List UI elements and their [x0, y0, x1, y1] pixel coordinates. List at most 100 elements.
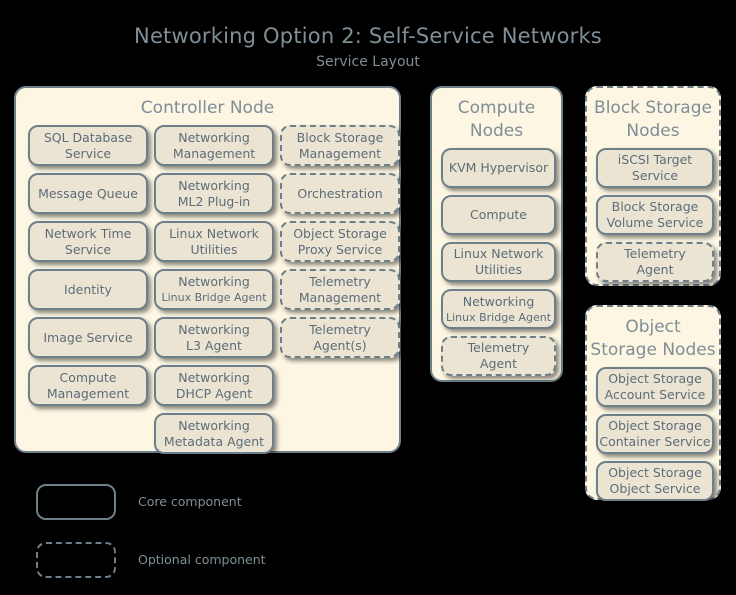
legend-label-core: Core component [138, 494, 242, 509]
service-label-line1: Networking [462, 293, 535, 309]
service-label-line2: Service [64, 145, 112, 161]
service-label-line2: Management [46, 385, 130, 401]
service-label-line1: Block Storage [296, 129, 384, 145]
service-label-line2: Agent [480, 356, 517, 371]
service-label-line1: Networking [178, 274, 250, 289]
service-label-line1: Telemetry [624, 246, 686, 261]
legend-row-core: Core component [36, 479, 336, 524]
service-label-line1: Compute [59, 369, 117, 385]
service-label-line1: Linux Network [453, 246, 544, 261]
service-label-line2: Linux Bridge Agent [445, 310, 552, 324]
service-label-line2: Utilities [190, 241, 238, 257]
service-label-line2: Management [298, 289, 382, 305]
service-label-line1: Networking [178, 321, 250, 337]
block-storage-title-line2: Nodes [626, 121, 680, 141]
service-label-line1: Telemetry [309, 321, 371, 337]
service-box-message-queue[interactable]: Message Queue [28, 173, 148, 214]
service-label-line1: Message Queue [38, 185, 138, 201]
service-box-compute[interactable]: Compute [441, 195, 556, 235]
service-label-line2: Linux Bridge Agent [161, 291, 267, 304]
object-storage-title-line2: Storage Nodes [590, 340, 716, 360]
service-label-line2: Utilities [474, 262, 523, 277]
service-label-line1: Networking [178, 417, 250, 433]
service-label-line1: Block Storage [611, 199, 699, 214]
service-box-orchestration[interactable]: Orchestration [280, 173, 400, 214]
service-label-line1: Networking [178, 177, 250, 193]
object-storage-nodes-title: Object Storage Nodes [587, 307, 719, 367]
service-label-line1: Object Storage [608, 465, 702, 480]
block-storage-title-line1: Block Storage [594, 98, 712, 118]
page-subtitle: Service Layout [316, 54, 420, 70]
service-box-image-service[interactable]: Image Service [28, 317, 148, 358]
service-label-line2: Object Service [609, 481, 701, 496]
service-label-line1: Linux Network [169, 225, 259, 241]
service-label-line2: Container Service [599, 434, 711, 449]
service-label-line1: Object Storage [608, 371, 702, 386]
service-label-line1: Networking [178, 369, 250, 385]
legend-swatch-optional [36, 541, 116, 578]
service-label-line2: Account Service [604, 387, 706, 402]
legend-label-optional: Optional component [138, 552, 266, 567]
service-label-line2: Proxy Service [297, 241, 383, 257]
service-label-line1: SQL Database [43, 129, 133, 145]
service-label-line2: DHCP Agent [175, 385, 253, 401]
service-label-line1: Orchestration [297, 185, 383, 201]
service-label-line2: Agent [636, 262, 674, 277]
service-label-line2: Metadata Agent [163, 433, 265, 449]
controller-node-title: Controller Node [140, 98, 275, 118]
service-box-kvm-hypervisor[interactable]: KVM Hypervisor [441, 148, 556, 188]
service-label-line1: Telemetry [309, 273, 371, 289]
service-label-line2: Management [298, 145, 382, 161]
service-label-line1: Networking [178, 129, 250, 145]
object-storage-title-line1: Object [625, 317, 681, 337]
service-label-line1: Identity [64, 281, 112, 297]
legend-row-optional: Optional component [36, 537, 336, 582]
service-label-line2: Volume Service [606, 215, 704, 230]
legend: Core component Optional component [36, 479, 336, 595]
block-storage-nodes-title: Block Storage Nodes [587, 88, 719, 148]
service-box-identity[interactable]: Identity [28, 269, 148, 310]
service-label-line1: Object Storage [293, 225, 387, 241]
compute-nodes-title-line2: Nodes [469, 121, 524, 141]
service-label-line1: Compute [469, 207, 527, 222]
service-label-line2: Service [631, 168, 679, 183]
service-label-line1: KVM Hypervisor [448, 160, 549, 175]
service-label-line2: Management [172, 145, 256, 161]
service-label-line1: Network Time [44, 225, 132, 241]
service-label-line2: L3 Agent [186, 337, 242, 353]
compute-nodes-title: Compute Nodes [432, 88, 561, 148]
